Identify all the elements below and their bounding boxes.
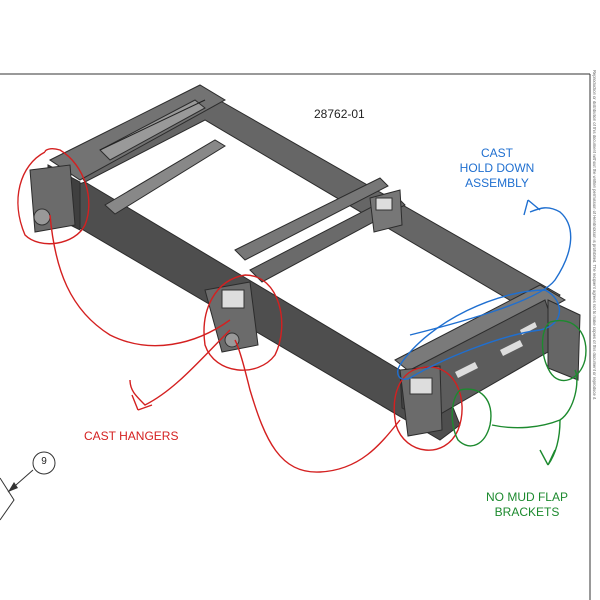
leader-green — [491, 369, 578, 429]
cast-hold-down-line1: CAST — [480, 146, 513, 160]
leader-front — [49, 214, 231, 347]
axle-assembly — [99, 99, 206, 161]
inner-brace — [104, 139, 226, 215]
leader-rear — [234, 339, 401, 473]
rear-right-post — [547, 299, 581, 381]
circle-hold-down — [397, 289, 561, 380]
cast-hold-down-line2: HOLD DOWN — [459, 161, 535, 175]
circle-rear-hanger — [393, 366, 463, 451]
no-mud-flap-line1: NO MUD FLAP — [485, 490, 568, 504]
rear-hanger — [399, 365, 443, 437]
section-mark — [0, 477, 15, 521]
circle-right-bracket — [541, 319, 587, 382]
callout-number: 9 — [41, 456, 47, 467]
leader-mid — [129, 329, 231, 406]
no-mud-flap-line2: BRACKETS — [494, 505, 560, 519]
circle-left-bracket — [451, 388, 492, 447]
no-mud-flap-label: NO MUD FLAP BRACKETS — [462, 490, 592, 520]
circle-mid-hanger — [203, 274, 283, 371]
suspension-frame — [29, 84, 581, 441]
cast-hold-down-markup — [397, 199, 572, 380]
no-mud-flap-markup — [451, 319, 587, 466]
cast-hold-down-line3: ASSEMBLY — [465, 176, 529, 190]
callout-arrow — [8, 482, 18, 492]
leader-hold-down — [409, 207, 572, 336]
arrow-green — [539, 419, 561, 466]
arrow-blue — [523, 199, 541, 216]
cast-hold-down-label: CAST HOLD DOWN ASSEMBLY — [432, 146, 562, 191]
mid-hanger — [204, 281, 259, 353]
center-crossmember-2 — [234, 177, 389, 261]
part-number: 28762-01 — [314, 107, 365, 121]
side-note: Reproduction or distribution of this doc… — [592, 70, 596, 401]
circle-front-hanger — [17, 148, 90, 245]
cast-hangers-markup — [17, 148, 463, 473]
arrow-red — [131, 394, 153, 411]
cast-hangers-label: CAST HANGERS — [84, 429, 179, 443]
callout-bubble — [32, 451, 56, 475]
top-bracket — [369, 189, 403, 233]
